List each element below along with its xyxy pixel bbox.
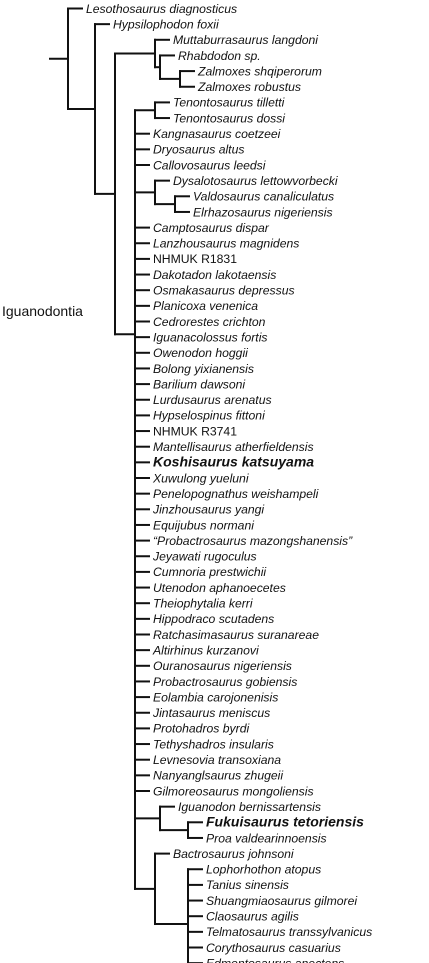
taxon-label-proa: Proa valdearinnoensis [206,831,327,845]
taxon-label-valdosaurus: Valdosaurus canaliculatus [193,190,334,204]
taxon-label-kangnasaurus: Kangnasaurus coetzeei [153,127,281,141]
taxon-label-jinzhousaurus: Jinzhousaurus yangi [152,503,264,517]
taxon-label-tanius: Tanius sinensis [206,878,289,892]
taxon-label-protohadros: Protohadros byrdi [153,722,249,736]
taxon-label-tethyshadros: Tethyshadros insularis [153,737,274,751]
taxon-label-altirhinus: Altirhinus kurzanovi [152,643,259,657]
taxon-label-owenodon: Owenodon hoggii [153,346,248,360]
taxon-label-telmatosaurus: Telmatosaurus transsylvanicus [206,925,372,939]
cladogram-branches [49,7,203,963]
taxon-label-callovosaurus: Callovosaurus leedsi [153,158,266,172]
taxon-label-lesothosaurus: Lesothosaurus diagnosticus [86,2,237,16]
taxon-label-zalmoxes-shqiperorum: Zalmoxes shqiperorum [197,64,322,78]
taxon-label-rhabdodon: Rhabdodon sp. [178,49,261,63]
taxon-label-nhmuk-r1831: NHMUK R1831 [153,252,237,266]
taxon-label-probactrosaurus-mazongshanensis: “Probactrosaurus mazongshanensis” [153,534,353,548]
taxon-label-tenontosaurus-tilletti: Tenontosaurus tilletti [173,96,285,110]
taxon-label-tenontosaurus-dossi: Tenontosaurus dossi [173,111,285,125]
clade-label-iguanodontia: Iguanodontia [2,303,83,319]
taxon-label-koshisaurus: Koshisaurus katsuyama [153,454,314,470]
taxon-label-eolambia: Eolambia carojonenisis [153,690,278,704]
taxon-label-iguanodon: Iguanodon bernissartensis [178,800,321,814]
taxon-label-muttaburrasaurus: Muttaburrasaurus langdoni [173,33,318,47]
taxon-label-barilium: Barilium dawsoni [153,377,245,391]
taxon-label-zalmoxes-robustus: Zalmoxes robustus [197,80,301,94]
taxon-label-dakotadon: Dakotadon lakotaensis [153,268,276,282]
taxon-label-levnesovia: Levnesovia transoxiana [153,753,281,767]
taxon-label-shuangmiaosaurus: Shuangmiaosaurus gilmorei [206,894,357,908]
taxon-label-cedrorestes: Cedrorestes crichton [153,315,266,329]
taxon-label-equijubus: Equijubus normani [153,518,254,532]
taxon-label-gilmoreosaurus: Gilmoreosaurus mongoliensis [153,784,314,798]
taxon-label-bolong: Bolong yixianensis [153,362,254,376]
taxon-label-hippodraco: Hippodraco scutadens [153,612,274,626]
taxon-label-cumnoria: Cumnoria prestwichii [153,565,266,579]
taxon-label-iguanacolossus: Iguanacolossus fortis [153,330,268,344]
taxon-label-planicoxa: Planicoxa venenica [153,299,258,313]
taxon-label-ouranosaurus: Ouranosaurus nigeriensis [153,659,292,673]
taxon-label-jintasaurus: Jintasaurus meniscus [152,706,270,720]
taxon-label-penelopognathus: Penelopognathus weishampeli [153,487,319,501]
taxon-label-edmontosaurus: Edmontosaurus anectens [206,956,344,963]
taxon-label-ratchasimasaurus: Ratchasimasaurus suranareae [153,628,319,642]
taxon-label-utenodon: Utenodon aphanoecetes [153,581,286,595]
taxon-label-lurdusaurus: Lurdusaurus arenatus [153,393,272,407]
taxon-label-dryosaurus: Dryosaurus altus [153,143,244,157]
taxon-label-hypselospinus: Hypselospinus fittoni [153,409,265,423]
taxon-label-lophorhothon: Lophorhothon atopus [206,863,321,877]
taxon-label-probactrosaurus-gobiensis: Probactrosaurus gobiensis [153,675,297,689]
taxon-label-bactrosaurus: Bactrosaurus johnsoni [173,847,294,861]
taxon-label-claosaurus: Claosaurus agilis [206,910,299,924]
taxon-label-fukuisaurus: Fukuisaurus tetoriensis [206,814,364,830]
taxon-label-hypsilophodon: Hypsilophodon foxii [113,17,219,31]
taxon-label-dysalotosaurus: Dysalotosaurus lettowvorbecki [173,174,338,188]
taxon-label-nanyangosaurus: Nanyanglsaurus zhugeii [153,769,283,783]
taxon-label-jeyawati: Jeyawati rugoculus [152,550,257,564]
taxon-label-elrhazosaurus: Elrhazosaurus nigeriensis [193,205,333,219]
taxon-label-osmakasaurus: Osmakasaurus depressus [153,284,295,298]
taxon-label-camptosaurus: Camptosaurus dispar [153,221,270,235]
taxon-label-corythosaurus: Corythosaurus casuarius [206,941,341,955]
taxon-label-mantellisaurus: Mantellisaurus atherfieldensis [153,440,314,454]
taxon-label-lanzhousaurus: Lanzhousaurus magnidens [153,237,299,251]
taxon-label-theiophytalia: Theiophytalia kerri [153,597,253,611]
taxon-label-xuwulong: Xuwulong yueluni [152,471,249,485]
taxon-label-nhmuk-r3741: NHMUK R3741 [153,424,237,438]
